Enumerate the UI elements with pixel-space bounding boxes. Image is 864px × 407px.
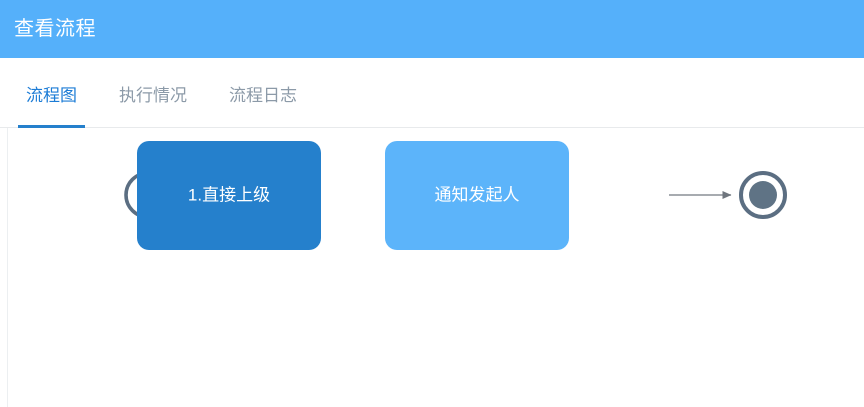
page-header: 查看流程 bbox=[0, 0, 864, 58]
tab-flow-diagram[interactable]: 流程图 bbox=[18, 58, 85, 128]
tab-process-log[interactable]: 流程日志 bbox=[225, 58, 301, 128]
page-title: 查看流程 bbox=[14, 18, 96, 40]
tab-bar: 流程图 执行情况 流程日志 bbox=[0, 58, 864, 128]
tab-execution-status[interactable]: 执行情况 bbox=[115, 58, 191, 128]
node-task-1-label: 1.直接上级 bbox=[188, 185, 270, 204]
tab-active-underline bbox=[18, 125, 85, 128]
node-task-2[interactable]: 通知发起人 bbox=[385, 141, 569, 250]
node-task-1-shape bbox=[137, 141, 321, 250]
flow-diagram-svg: 1.直接上级 通知发起人 bbox=[124, 141, 787, 250]
tab-label: 流程图 bbox=[26, 85, 77, 105]
node-end-event[interactable] bbox=[739, 171, 787, 219]
flow-diagram-canvas[interactable]: 1.直接上级 通知发起人 bbox=[8, 128, 864, 407]
tab-panel-flow-diagram: 1.直接上级 通知发起人 bbox=[7, 128, 864, 407]
tab-label: 流程日志 bbox=[229, 85, 297, 105]
tab-label: 执行情况 bbox=[119, 85, 187, 105]
node-task-2-shape bbox=[385, 141, 569, 250]
node-task-2-label: 通知发起人 bbox=[435, 185, 520, 204]
node-task-1[interactable]: 1.直接上级 bbox=[137, 141, 321, 250]
node-end-event-core bbox=[749, 181, 777, 209]
